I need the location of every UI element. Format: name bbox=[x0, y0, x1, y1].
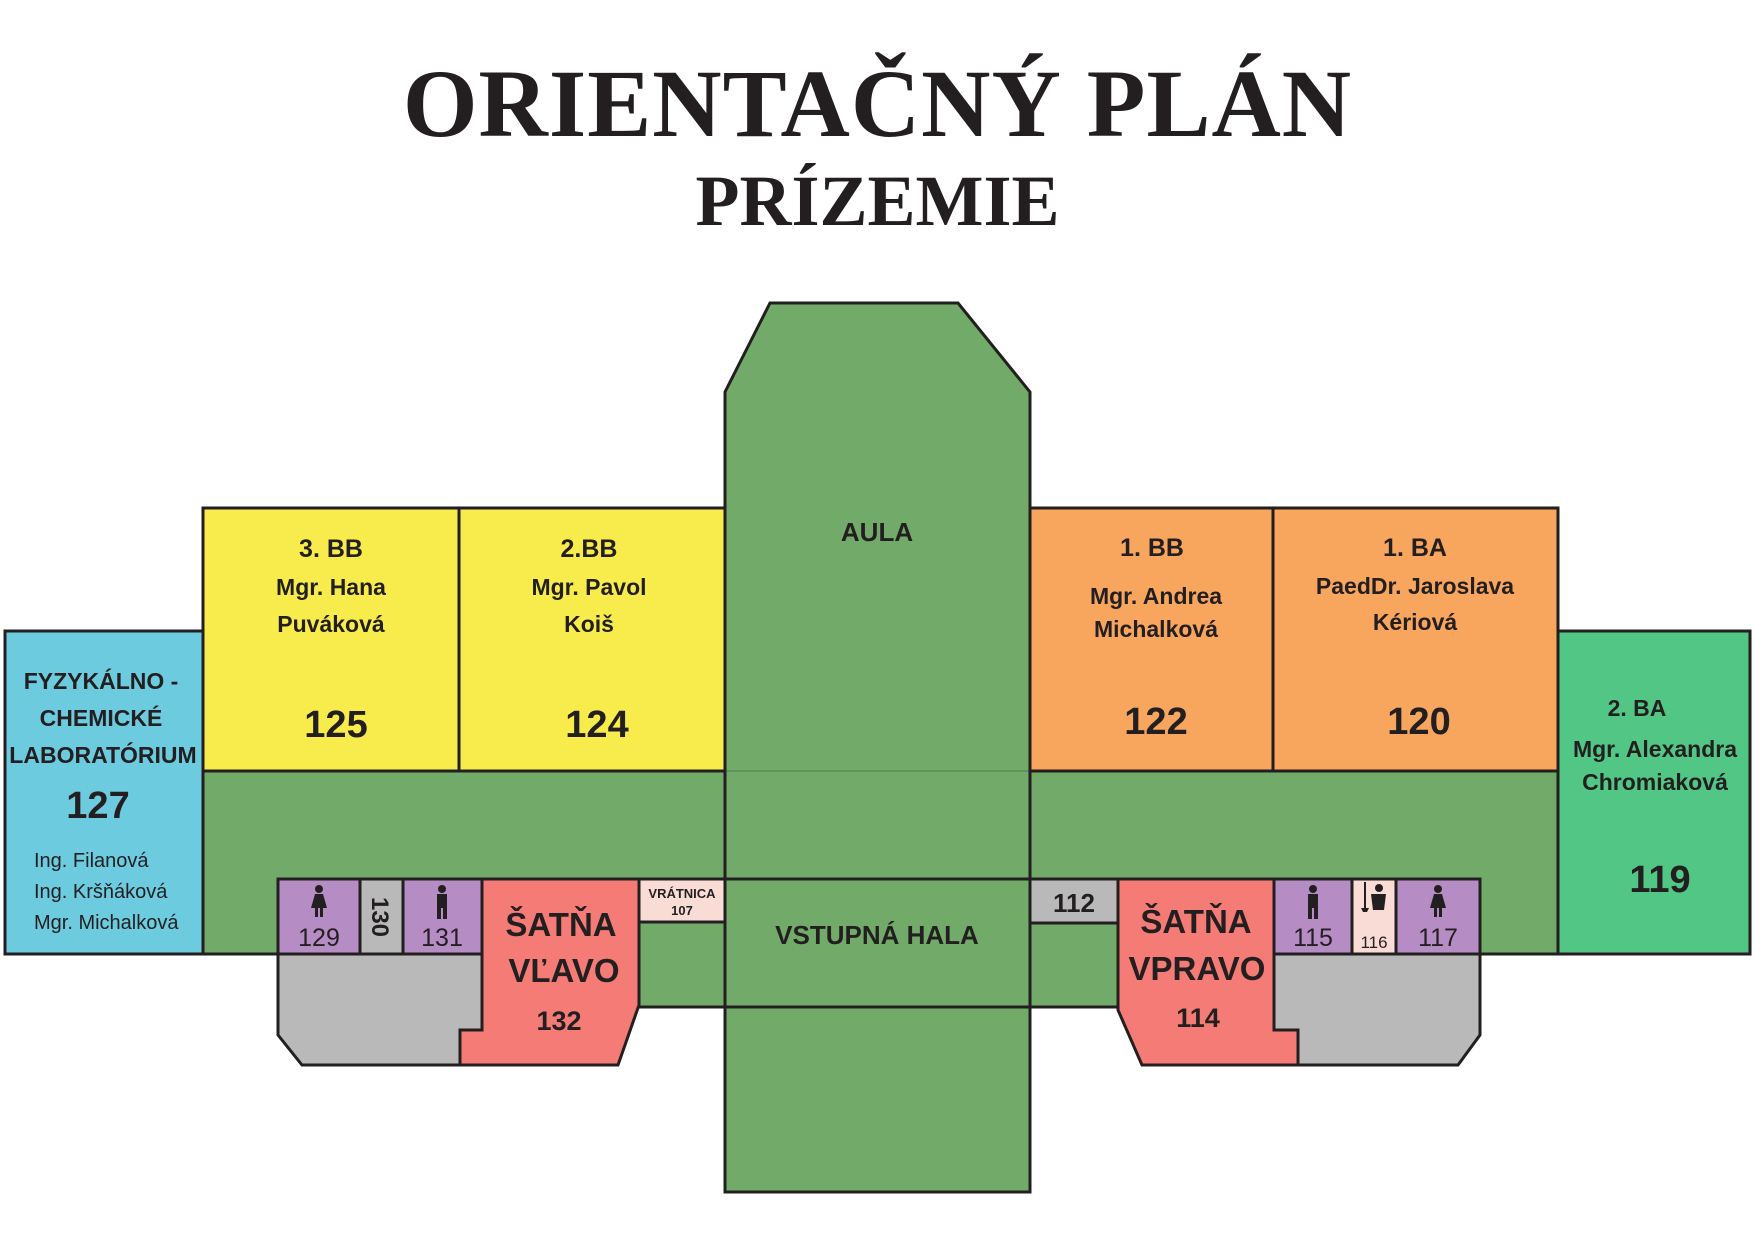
room-vstupna-hala[interactable] bbox=[723, 877, 1032, 1009]
room-125-teacher: Mgr. Hana bbox=[276, 574, 386, 600]
male-wc-icon bbox=[437, 885, 447, 919]
room-116[interactable] bbox=[1350, 877, 1398, 956]
room-132-number: 132 bbox=[536, 1006, 581, 1036]
room-127-name-1: FYZYKÁLNO - bbox=[24, 667, 179, 694]
room-114-name-2: VPRAVO bbox=[1129, 950, 1266, 987]
room-116-number: 116 bbox=[1360, 933, 1387, 952]
room-125-class: 3. BB bbox=[299, 535, 363, 563]
room-122-teacher-surname: Michalková bbox=[1094, 616, 1218, 642]
room-120-number: 120 bbox=[1387, 701, 1450, 743]
room-120-class: 1. BA bbox=[1383, 534, 1447, 562]
plan-title: ORIENTAČNÝ PLÁN bbox=[402, 50, 1353, 157]
room-120-teacher: PaedDr. Jaroslava bbox=[1316, 573, 1514, 599]
female-wc-icon bbox=[311, 885, 327, 917]
room-112-number: 112 bbox=[1053, 888, 1095, 918]
room-aula[interactable] bbox=[723, 301, 1032, 1194]
room-127-staff-1: Ing. Filanová bbox=[34, 850, 149, 872]
room-107[interactable] bbox=[637, 877, 727, 924]
room-127-staff-2: Ing. Kršňáková bbox=[34, 881, 168, 903]
room-114-name-1: ŠATŇA bbox=[1140, 902, 1251, 940]
room-119-teacher-surname: Chromiaková bbox=[1582, 769, 1728, 795]
passage-west bbox=[637, 920, 727, 1009]
room-120-teacher-surname: Kériová bbox=[1373, 609, 1458, 635]
room-127-name-3: LABORATÓRIUM bbox=[9, 741, 196, 768]
room-127[interactable] bbox=[3, 629, 205, 956]
passage-east bbox=[1028, 921, 1120, 1009]
room-119-number: 119 bbox=[1629, 859, 1690, 901]
room-122-number: 122 bbox=[1124, 701, 1187, 743]
room-117-number: 117 bbox=[1418, 924, 1458, 952]
room-125-teacher-surname: Puváková bbox=[277, 611, 385, 637]
room-107-number: 107 bbox=[671, 903, 693, 918]
hala-label: VSTUPNÁ HALA bbox=[775, 920, 979, 950]
room-125-number: 125 bbox=[304, 704, 367, 746]
room-124-number: 124 bbox=[565, 704, 628, 746]
room-129-number: 129 bbox=[298, 924, 340, 952]
room-122-teacher: Mgr. Andrea bbox=[1090, 583, 1222, 609]
plan-subtitle: PRÍZEMIE bbox=[695, 161, 1060, 241]
room-124-teacher-surname: Koiš bbox=[564, 611, 614, 637]
room-124-class: 2.BB bbox=[561, 535, 618, 563]
room-127-staff-3: Mgr. Michalková bbox=[34, 912, 179, 934]
room-127-name-2: CHEMICKÉ bbox=[40, 704, 163, 731]
storage-east bbox=[1272, 952, 1482, 1067]
room-122-class: 1. BB bbox=[1120, 534, 1184, 562]
cleaning-bucket-icon bbox=[1361, 882, 1386, 912]
room-119[interactable] bbox=[1556, 629, 1752, 956]
room-122[interactable] bbox=[1028, 506, 1275, 773]
room-114-number: 114 bbox=[1176, 1003, 1220, 1033]
storage-west bbox=[276, 952, 484, 1067]
room-115-number: 115 bbox=[1293, 924, 1333, 952]
room-131-number: 131 bbox=[421, 924, 463, 952]
room-119-teacher: Mgr. Alexandra bbox=[1573, 736, 1737, 762]
female-wc-icon bbox=[1430, 885, 1446, 917]
room-119-class: 2. BA bbox=[1608, 695, 1667, 721]
aula-label: AULA bbox=[841, 517, 913, 547]
room-130-number: 130 bbox=[366, 897, 393, 937]
room-115[interactable] bbox=[1272, 877, 1354, 956]
room-132-name-1: ŠATŇA bbox=[505, 905, 616, 943]
room-107-name: VRÁTNICA bbox=[648, 886, 716, 901]
room-124[interactable] bbox=[457, 506, 727, 773]
male-wc-icon bbox=[1308, 885, 1318, 919]
room-127-number: 127 bbox=[66, 785, 129, 827]
room-132-name-2: VĽAVO bbox=[508, 952, 619, 989]
room-124-teacher: Mgr. Pavol bbox=[531, 574, 646, 600]
